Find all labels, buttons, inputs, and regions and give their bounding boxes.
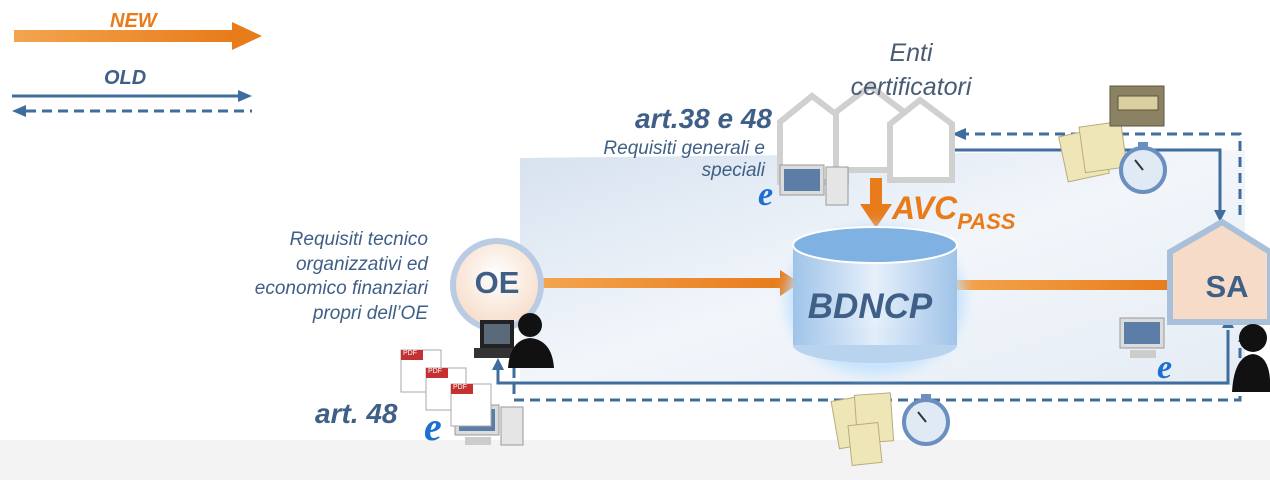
- requisiti-generali-label: Requisiti generali e speciali: [540, 138, 765, 182]
- enti-houses: [777, 82, 955, 185]
- stopwatch-icon-top: [1119, 142, 1167, 194]
- archive-icon: [1109, 85, 1165, 127]
- art-48-label: art. 48: [315, 398, 398, 429]
- old-flow-solid: [496, 148, 1230, 385]
- bdncp-cylinder: [785, 225, 965, 375]
- computer-icon-oe: [474, 320, 514, 358]
- enti-line-1: Enti: [889, 39, 933, 67]
- pdf-label-1: PDF: [403, 350, 417, 357]
- pdf-icons: [400, 349, 492, 427]
- stopwatch-icon-bottom: [902, 394, 950, 446]
- svg-text:e: e: [758, 176, 773, 213]
- req-tecnico-line-3: economico finanziari: [254, 278, 428, 299]
- art-38-48-label: art.38 e 48: [635, 103, 772, 134]
- svg-text:e: e: [1157, 349, 1172, 386]
- browser-e-icon: e e e: [424, 176, 1172, 449]
- req-generali-line-1: Requisiti generali e: [603, 138, 765, 159]
- bdncp-node-label: BDNCP: [807, 287, 933, 326]
- avc-sub: PASS: [957, 209, 1016, 234]
- sa-house: [1167, 218, 1270, 325]
- req-tecnico-line-2: organizzativi ed: [295, 253, 428, 275]
- enti-certificatori-label: Enti certificatori: [826, 36, 996, 104]
- bottom-band: [0, 440, 1270, 480]
- person-icon-sa: [1232, 324, 1270, 392]
- legend-new-arrow: [14, 22, 262, 50]
- req-tecnico-line-1: Requisiti tecnico: [289, 229, 428, 250]
- requisiti-tecnico-label: Requisiti tecnico organizzativi ed econo…: [190, 228, 428, 326]
- req-generali-line-2: speciali: [701, 160, 765, 181]
- person-icon-oe: [508, 313, 554, 368]
- sa-node-label: SA: [1205, 269, 1249, 304]
- pdf-label-2: PDF: [428, 368, 442, 375]
- computer-icon-sa: [1119, 317, 1165, 358]
- legend-old-label: OLD: [104, 67, 147, 89]
- computer-icon-enti: [779, 164, 849, 206]
- legend-old-arrows: [12, 90, 252, 117]
- documents-icon-top: [1058, 120, 1128, 183]
- req-tecnico-line-4: propri dell’OE: [312, 302, 428, 324]
- avc-main: AVC: [892, 190, 958, 226]
- legend-new-label: NEW: [110, 10, 157, 32]
- documents-icon-bottom: [830, 392, 895, 467]
- pdf-label-3: PDF: [453, 384, 467, 391]
- enti-line-2: certificatori: [850, 73, 972, 101]
- oe-node-label: OE: [474, 265, 520, 300]
- svg-text:e: e: [424, 404, 442, 449]
- avcpass-label: AVCPASS: [892, 190, 1015, 234]
